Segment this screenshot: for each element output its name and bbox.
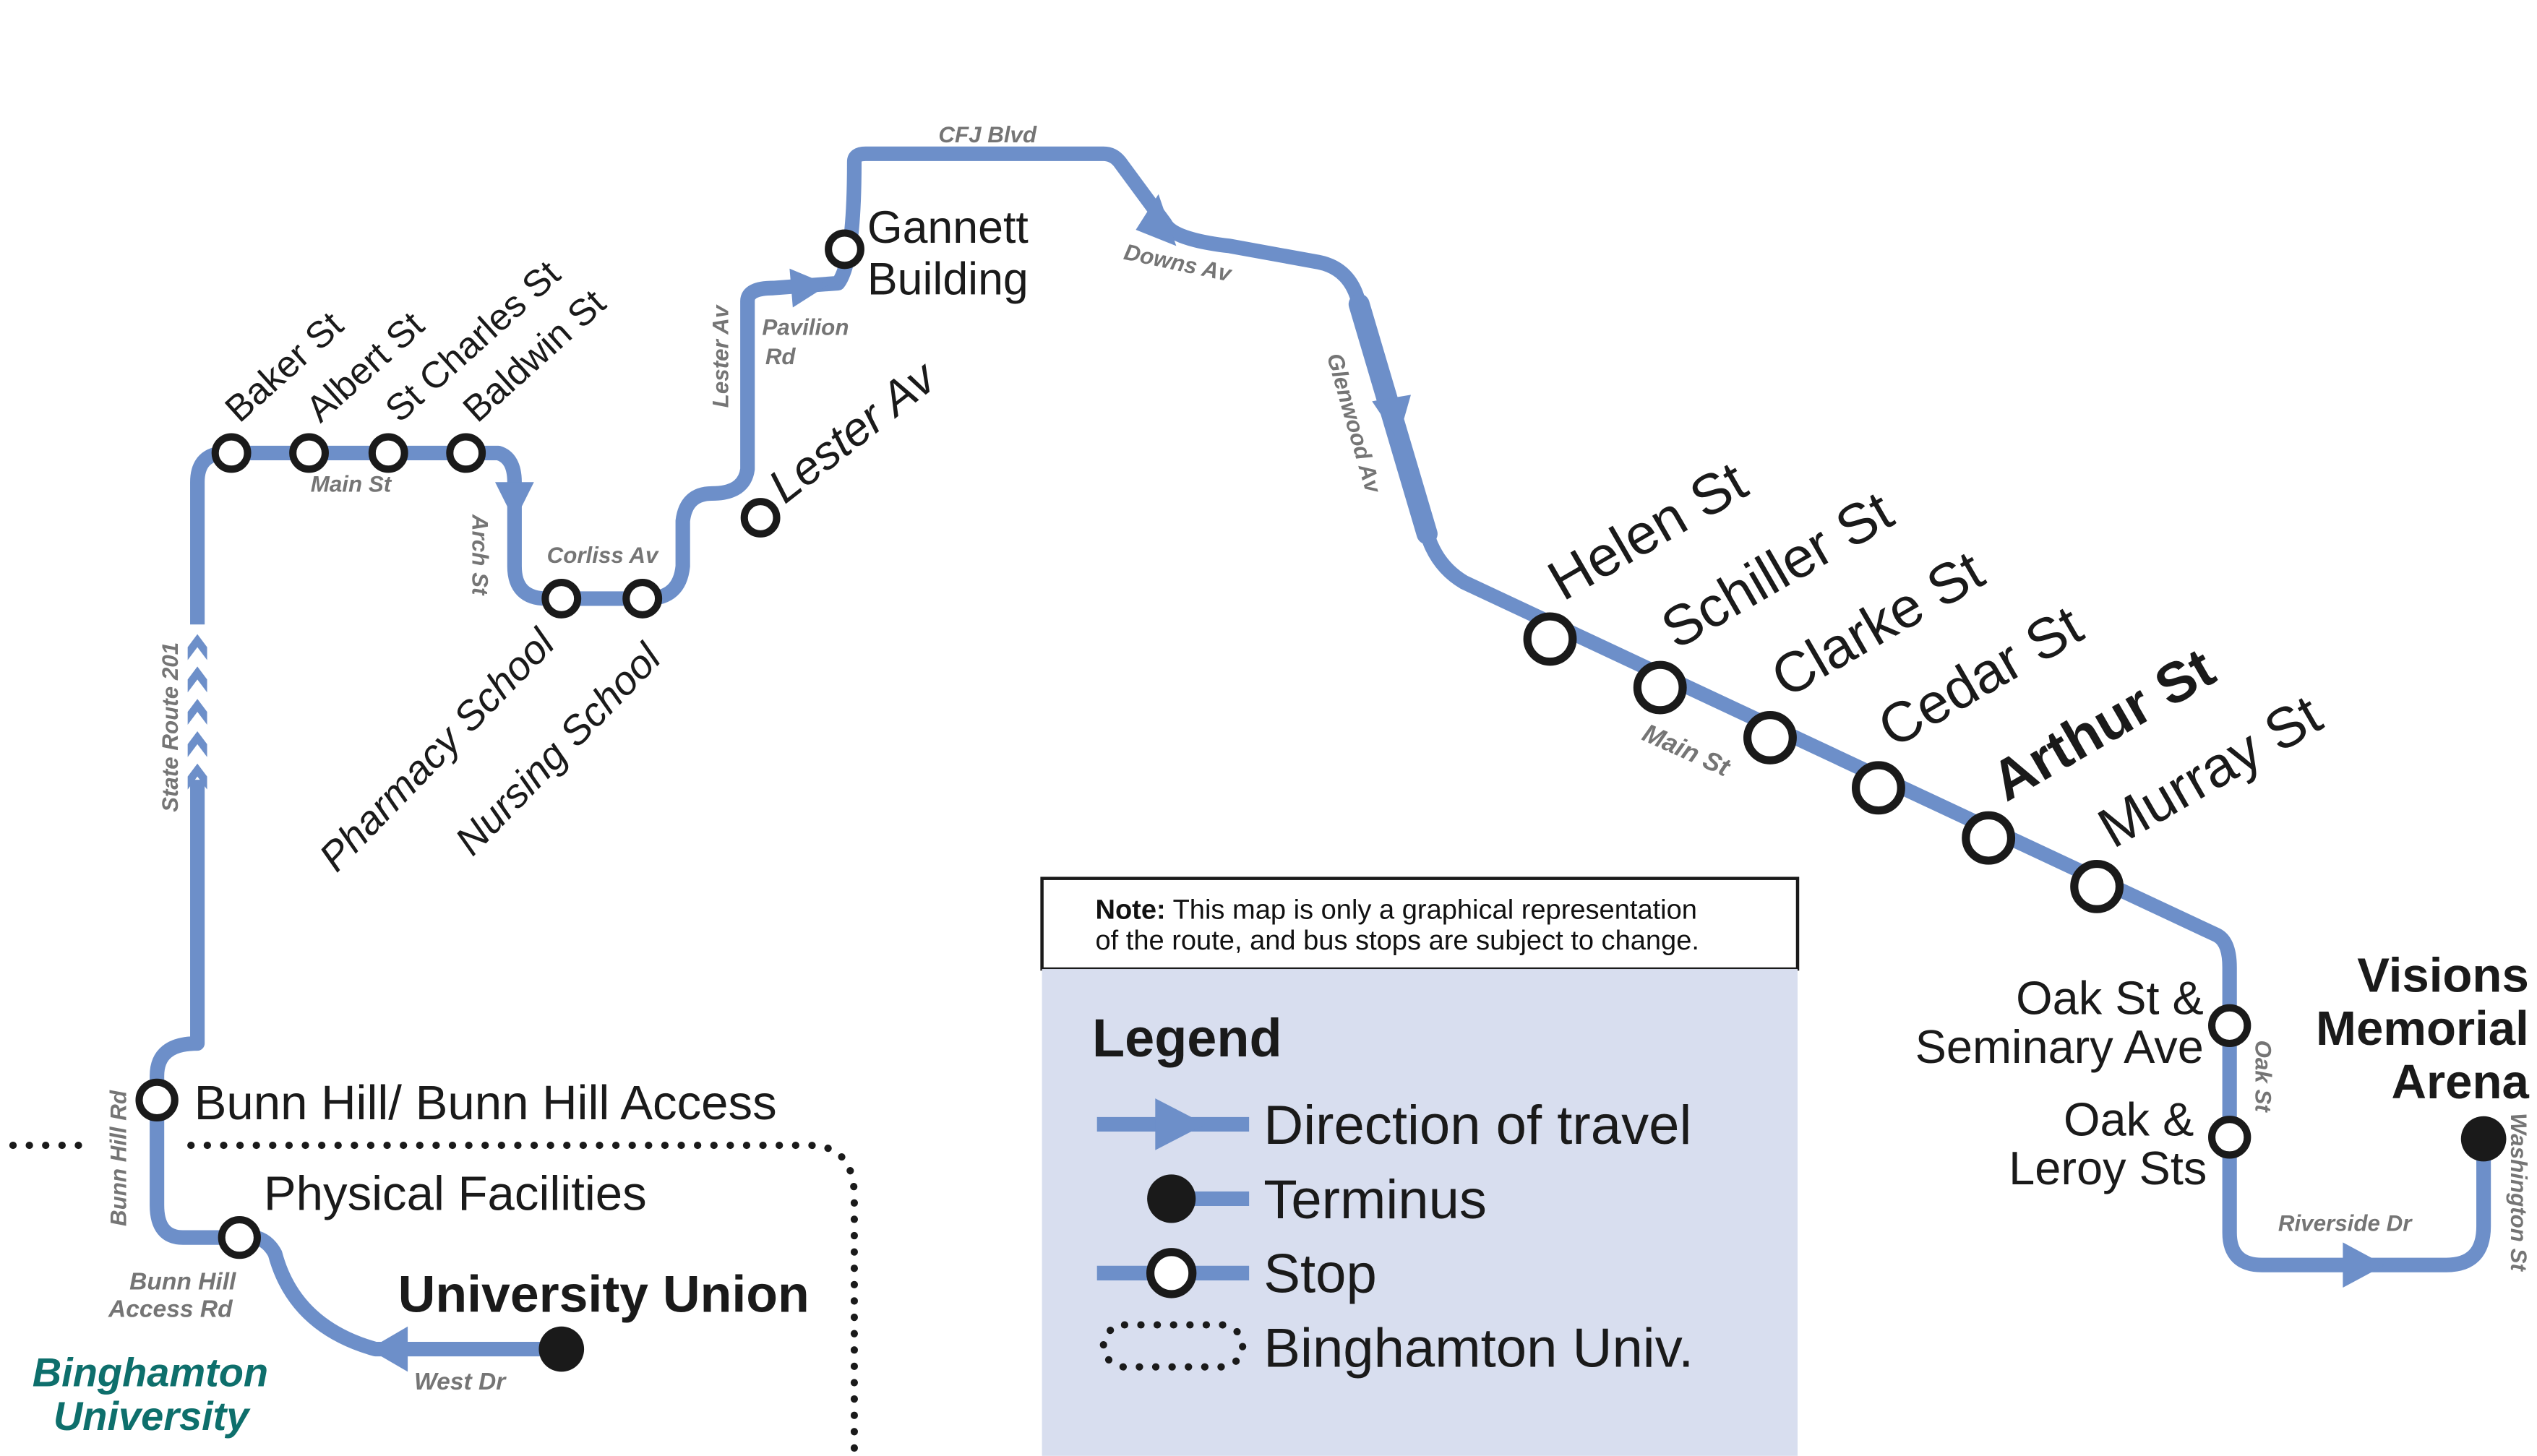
- street-main-st-west: Main St: [311, 472, 392, 497]
- label-visions-line2: Memorial: [2316, 1001, 2529, 1056]
- label-university-union: University Union: [398, 1266, 810, 1324]
- stop-pharmacy-school[interactable]: [541, 578, 582, 619]
- street-pavilion-line2: Rd: [765, 344, 797, 369]
- label-bunn-hill: Bunn Hill/ Bunn Hill Access: [194, 1076, 777, 1130]
- street-arch-st: Arch St: [468, 514, 493, 596]
- legend-campus-row: Binghamton Univ.: [1099, 1318, 1694, 1379]
- label-oak-leroy-line2: Leroy Sts: [2009, 1142, 2207, 1194]
- street-lester-av: Lester Av: [708, 304, 733, 408]
- legend-stop-label: Stop: [1263, 1244, 1377, 1305]
- stop-helen-st[interactable]: [1523, 612, 1577, 666]
- street-main-st-east: Main St: [1639, 718, 1735, 783]
- street-cfj-blvd: CFJ Blvd: [938, 122, 1037, 147]
- label-visions-line3: Arena: [2391, 1055, 2529, 1109]
- stop-murray-st[interactable]: [2070, 859, 2124, 913]
- label-oak-seminary-line2: Seminary Ave: [1915, 1020, 2204, 1073]
- stops: [135, 229, 2251, 1259]
- stop-schiller-st[interactable]: [1633, 660, 1687, 715]
- stop-oak-leroy[interactable]: [2208, 1116, 2251, 1159]
- terminus-university-union[interactable]: [538, 1326, 585, 1372]
- stop-gannett-building[interactable]: [825, 229, 864, 270]
- label-nursing-school: Nursing School: [446, 634, 670, 863]
- street-west-dr: West Dr: [414, 1369, 507, 1395]
- campus-boundary: [9, 1142, 858, 1456]
- legend-stop-row: Stop: [1096, 1244, 1377, 1305]
- street-bunn-hill-rd: Bunn Hill Rd: [106, 1090, 132, 1226]
- legend-direction-label: Direction of travel: [1263, 1095, 1691, 1156]
- legend-title: Legend: [1092, 1008, 1282, 1068]
- note-line2: of the route, and bus stops are subject …: [1095, 926, 1699, 956]
- campus-label-line1: Binghamton: [33, 1350, 268, 1395]
- street-pavilion-line1: Pavilion: [762, 315, 849, 340]
- label-physical-facilities: Physical Facilities: [264, 1167, 647, 1221]
- stop-clarke-st[interactable]: [1743, 710, 1797, 764]
- direction-arrows: [369, 194, 2385, 1372]
- legend-direction-row: Direction of travel: [1096, 1095, 1691, 1156]
- direction-arrow-glenwood: [1372, 395, 1411, 441]
- street-state-route-201: State Route 201: [158, 642, 183, 812]
- street-riverside-dr: Riverside Dr: [2278, 1211, 2413, 1236]
- note-line1-text: This map is only a graphical representat…: [1166, 895, 1697, 926]
- label-oak-leroy-line1: Oak &: [2064, 1093, 2194, 1146]
- direction-arrow-pavilion: [789, 268, 829, 308]
- stop-lester-av[interactable]: [740, 498, 781, 538]
- stop-bunn-hill[interactable]: [135, 1078, 179, 1122]
- stop-cedar-st[interactable]: [1851, 761, 1905, 815]
- route-line: [150, 146, 2491, 1357]
- street-bunn-hill-access-line2: Access Rd: [108, 1296, 233, 1322]
- direction-arrow-west-dr: [369, 1326, 408, 1372]
- stop-oak-seminary[interactable]: [2208, 1004, 2251, 1048]
- campus-label-line2: University: [53, 1393, 251, 1439]
- stop-albert-st[interactable]: [289, 433, 329, 473]
- stop-physical-facilities[interactable]: [218, 1215, 261, 1259]
- terminus-visions-arena[interactable]: [2460, 1116, 2507, 1162]
- label-gannett-line2: Building: [867, 254, 1029, 305]
- street-oak-st: Oak St: [2250, 1041, 2275, 1113]
- label-lester-av: Lester Av: [758, 349, 947, 512]
- label-oak-seminary-line1: Oak St &: [2016, 972, 2204, 1025]
- stop-baldwin-st[interactable]: [446, 433, 486, 473]
- legend-terminus-icon: [1147, 1174, 1196, 1223]
- legend-stop-icon: [1146, 1248, 1197, 1298]
- legend-terminus-row: Terminus: [1147, 1169, 1487, 1231]
- stop-baker-st[interactable]: [211, 433, 252, 473]
- direction-arrow-arch-st: [494, 482, 534, 521]
- direction-arrow-downs: [1136, 194, 1177, 246]
- note-box: Note: This map is only a graphical repre…: [1040, 876, 1800, 971]
- label-gannett-line1: Gannett: [867, 202, 1029, 253]
- stop-nursing-school[interactable]: [622, 578, 663, 619]
- street-bunn-hill-access-line1: Bunn Hill: [129, 1268, 236, 1295]
- legend-campus-label: Binghamton Univ.: [1263, 1318, 1694, 1379]
- direction-arrow-riverside: [2343, 1242, 2385, 1288]
- note-bold: Note:: [1095, 895, 1165, 926]
- street-corliss-av: Corliss Av: [547, 543, 659, 568]
- legend: Legend Direction of travel Terminus Stop…: [1042, 969, 1798, 1456]
- stop-st-charles-st[interactable]: [368, 433, 408, 473]
- street-washington-st: Washington St: [2506, 1113, 2531, 1272]
- stop-arthur-st[interactable]: [1962, 811, 2016, 865]
- note-line1: Note: This map is only a graphical repre…: [1095, 895, 1696, 926]
- legend-terminus-label: Terminus: [1263, 1169, 1487, 1231]
- label-visions-line1: Visions: [2357, 948, 2529, 1002]
